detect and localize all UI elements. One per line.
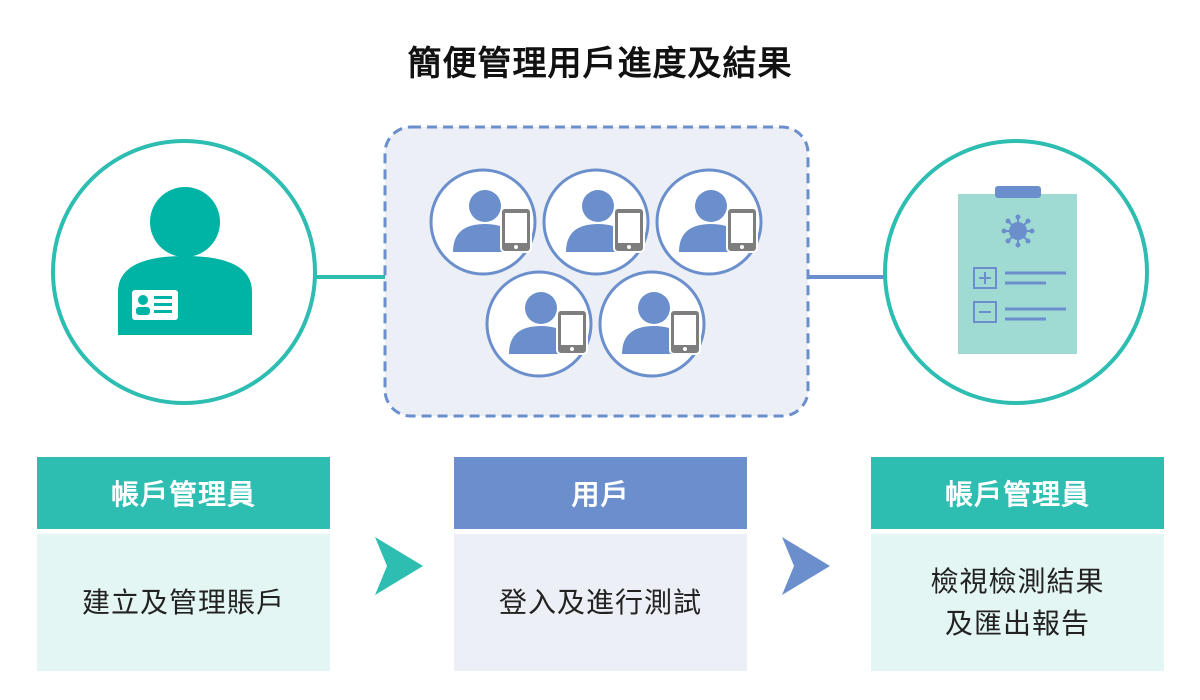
user-with-phone-icon xyxy=(657,170,761,274)
card-body: 檢視檢測結果 及匯出報告 xyxy=(871,534,1164,671)
admin-node xyxy=(51,139,317,405)
card-admin-report: 帳戶管理員 檢視檢測結果 及匯出報告 xyxy=(871,457,1164,671)
card-body-text: 建立及管理賬戶 xyxy=(81,585,285,619)
card-body-text: 檢視檢測結果 xyxy=(930,564,1105,598)
card-admin-create: 帳戶管理員 建立及管理賬戶 xyxy=(37,457,330,671)
card-body-text: 登入及進行測試 xyxy=(498,585,702,619)
clipboard-virus-report-icon xyxy=(958,186,1077,354)
card-header: 用戶 xyxy=(454,457,747,529)
card-body: 建立及管理賬戶 xyxy=(37,534,330,671)
card-body-text: 及匯出報告 xyxy=(944,606,1090,640)
page-title: 簡便管理用戶進度及結果 xyxy=(407,44,793,84)
arrow-right-icon xyxy=(782,537,830,595)
arrow-right-icon xyxy=(375,537,423,595)
users-group xyxy=(383,125,810,418)
card-header: 帳戶管理員 xyxy=(37,457,330,529)
report-node xyxy=(883,139,1149,405)
user-with-phone-icon xyxy=(431,170,535,274)
admin-user-id-card-icon xyxy=(118,187,252,335)
user-with-phone-icon xyxy=(487,272,591,376)
user-with-phone-icon xyxy=(544,170,648,274)
card-body: 登入及進行測試 xyxy=(454,534,747,671)
card-user-test: 用戶 登入及進行測試 xyxy=(454,457,747,671)
card-header: 帳戶管理員 xyxy=(871,457,1164,529)
user-with-phone-icon xyxy=(600,272,704,376)
